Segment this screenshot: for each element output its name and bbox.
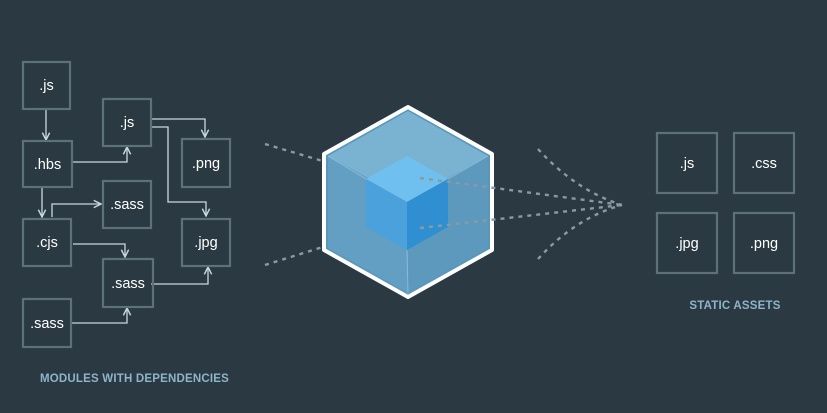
module-label: .jpg xyxy=(194,235,217,251)
webpack-cube-icon xyxy=(322,105,494,299)
inflow-lines xyxy=(264,142,327,267)
module-box-cjs xyxy=(21,217,73,268)
asset-label: .png xyxy=(750,236,778,252)
asset-label: .js xyxy=(680,156,695,172)
module-label: .sass xyxy=(30,316,64,332)
module-label: .hbs xyxy=(34,157,61,173)
module-box-sass-bottom xyxy=(21,297,73,349)
connector-hbs-to-js xyxy=(73,147,127,163)
module-label: .sass xyxy=(110,197,144,213)
module-label: .js xyxy=(39,78,54,94)
module-label: .js xyxy=(120,115,135,131)
module-box-js-mid xyxy=(101,97,153,148)
asset-box-js xyxy=(655,131,719,195)
dependency-connectors xyxy=(42,110,208,324)
modules-caption: MODULES WITH DEPENDENCIES xyxy=(40,373,229,385)
connector-js-to-jpg xyxy=(151,126,206,216)
outflow-line-1 xyxy=(419,176,623,207)
module-box-jpg xyxy=(180,217,232,268)
asset-boxes: .js .css .jpg .png xyxy=(655,131,796,275)
module-box-sass-small xyxy=(101,179,153,230)
outflow-lines xyxy=(419,148,623,260)
connector-cjs-to-sass xyxy=(51,204,101,217)
module-box-js-top xyxy=(21,60,72,111)
asset-box-jpg xyxy=(655,211,719,275)
asset-box-png xyxy=(732,211,796,275)
module-label: .cjs xyxy=(36,235,58,251)
asset-box-css xyxy=(732,131,796,195)
connector-sass-to-sass-mid xyxy=(72,308,127,324)
outflow-line-2 xyxy=(419,203,623,230)
assets-caption: STATIC ASSETS xyxy=(689,300,780,312)
module-label: .sass xyxy=(111,276,145,292)
module-label: .png xyxy=(192,156,220,172)
inflow-line-bottom xyxy=(264,244,327,267)
module-box-hbs xyxy=(21,139,74,189)
outflow-curve-top xyxy=(537,148,623,207)
module-box-png xyxy=(180,137,232,189)
connector-js-to-png xyxy=(151,118,205,137)
module-boxes: .js .hbs .cjs .sass .js .sass .sass .png… xyxy=(21,60,232,349)
asset-label: .css xyxy=(751,156,777,172)
connector-sass-mid-to-jpg xyxy=(151,267,208,285)
outflow-curve-bottom xyxy=(537,203,623,260)
asset-label: .jpg xyxy=(675,236,698,252)
module-box-sass-mid xyxy=(101,257,155,309)
inflow-line-top xyxy=(264,142,327,164)
connector-cjs-to-sass-mid xyxy=(73,243,125,257)
